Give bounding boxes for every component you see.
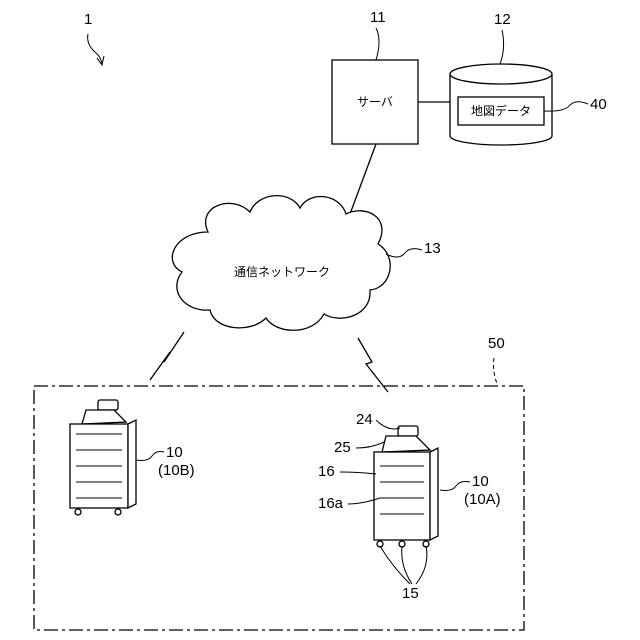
wireless-link-a <box>358 338 388 392</box>
robot-a <box>374 426 438 547</box>
robot-b-subref-label: (10B) <box>158 462 195 479</box>
server-label: サーバ <box>357 95 393 109</box>
robot-a-shelf-ref-label: 16a <box>318 495 344 512</box>
robot-a-body-ref-leader <box>340 472 376 474</box>
robot-b-ref-leader <box>136 452 164 461</box>
map-data-ref-label: 40 <box>590 96 607 113</box>
network-cloud: 通信ネットワーク <box>172 196 390 331</box>
robot-b-ref-label: 10 <box>166 444 183 461</box>
storage-cylinder-top <box>450 64 552 84</box>
robot-a-body-ref-label: 16 <box>318 463 335 480</box>
robot-b-side <box>128 420 136 508</box>
robot-a-display <box>382 436 430 452</box>
figure-ref-arrowhead <box>97 56 104 65</box>
server-node: サーバ <box>332 60 418 144</box>
robot-a-subref-label: (10A) <box>464 491 501 508</box>
robot-b-display <box>82 410 126 424</box>
robot-b <box>70 400 136 515</box>
network-ref-label: 13 <box>424 240 441 257</box>
robot-b-camera <box>98 400 118 410</box>
server-network-link <box>350 144 376 214</box>
robot-a-wheels-ref-label: 15 <box>402 585 419 602</box>
robot-a-wheels-leader-2 <box>402 546 412 584</box>
figure-ref-label: 1 <box>84 11 92 28</box>
network-label: 通信ネットワーク <box>234 265 330 279</box>
cloud-shape <box>172 196 390 331</box>
figure-ref-arrow <box>88 34 102 64</box>
robot-a-side <box>430 448 438 540</box>
robot-a-camera-ref-leader <box>376 420 400 429</box>
robot-a-wheels-leader-1 <box>380 546 410 584</box>
network-ref-leader <box>386 249 422 257</box>
storage-ref-label: 12 <box>494 11 511 28</box>
robot-a-wheels-leader-3 <box>416 546 427 584</box>
storage-ref-leader <box>500 30 504 64</box>
wireless-link-b <box>150 332 184 380</box>
robot-b-wheel-right <box>115 509 121 515</box>
robot-a-body <box>374 452 430 540</box>
robot-a-display-ref-label: 25 <box>334 439 351 456</box>
robot-a-camera <box>398 426 418 436</box>
robot-a-camera-ref-label: 24 <box>356 411 373 428</box>
server-ref-label: 11 <box>370 9 386 26</box>
robot-b-wheel-left <box>75 509 81 515</box>
server-ref-leader <box>376 28 379 60</box>
map-data-label: 地図データ <box>471 103 531 118</box>
robot-a-ref-label: 10 <box>472 473 489 490</box>
area-ref-label: 50 <box>488 335 505 352</box>
area-ref-leader <box>494 358 499 386</box>
storage-node: 地図データ <box>450 64 552 145</box>
robot-a-ref-leader <box>440 482 470 491</box>
robot-a-display-ref-leader <box>356 442 384 448</box>
